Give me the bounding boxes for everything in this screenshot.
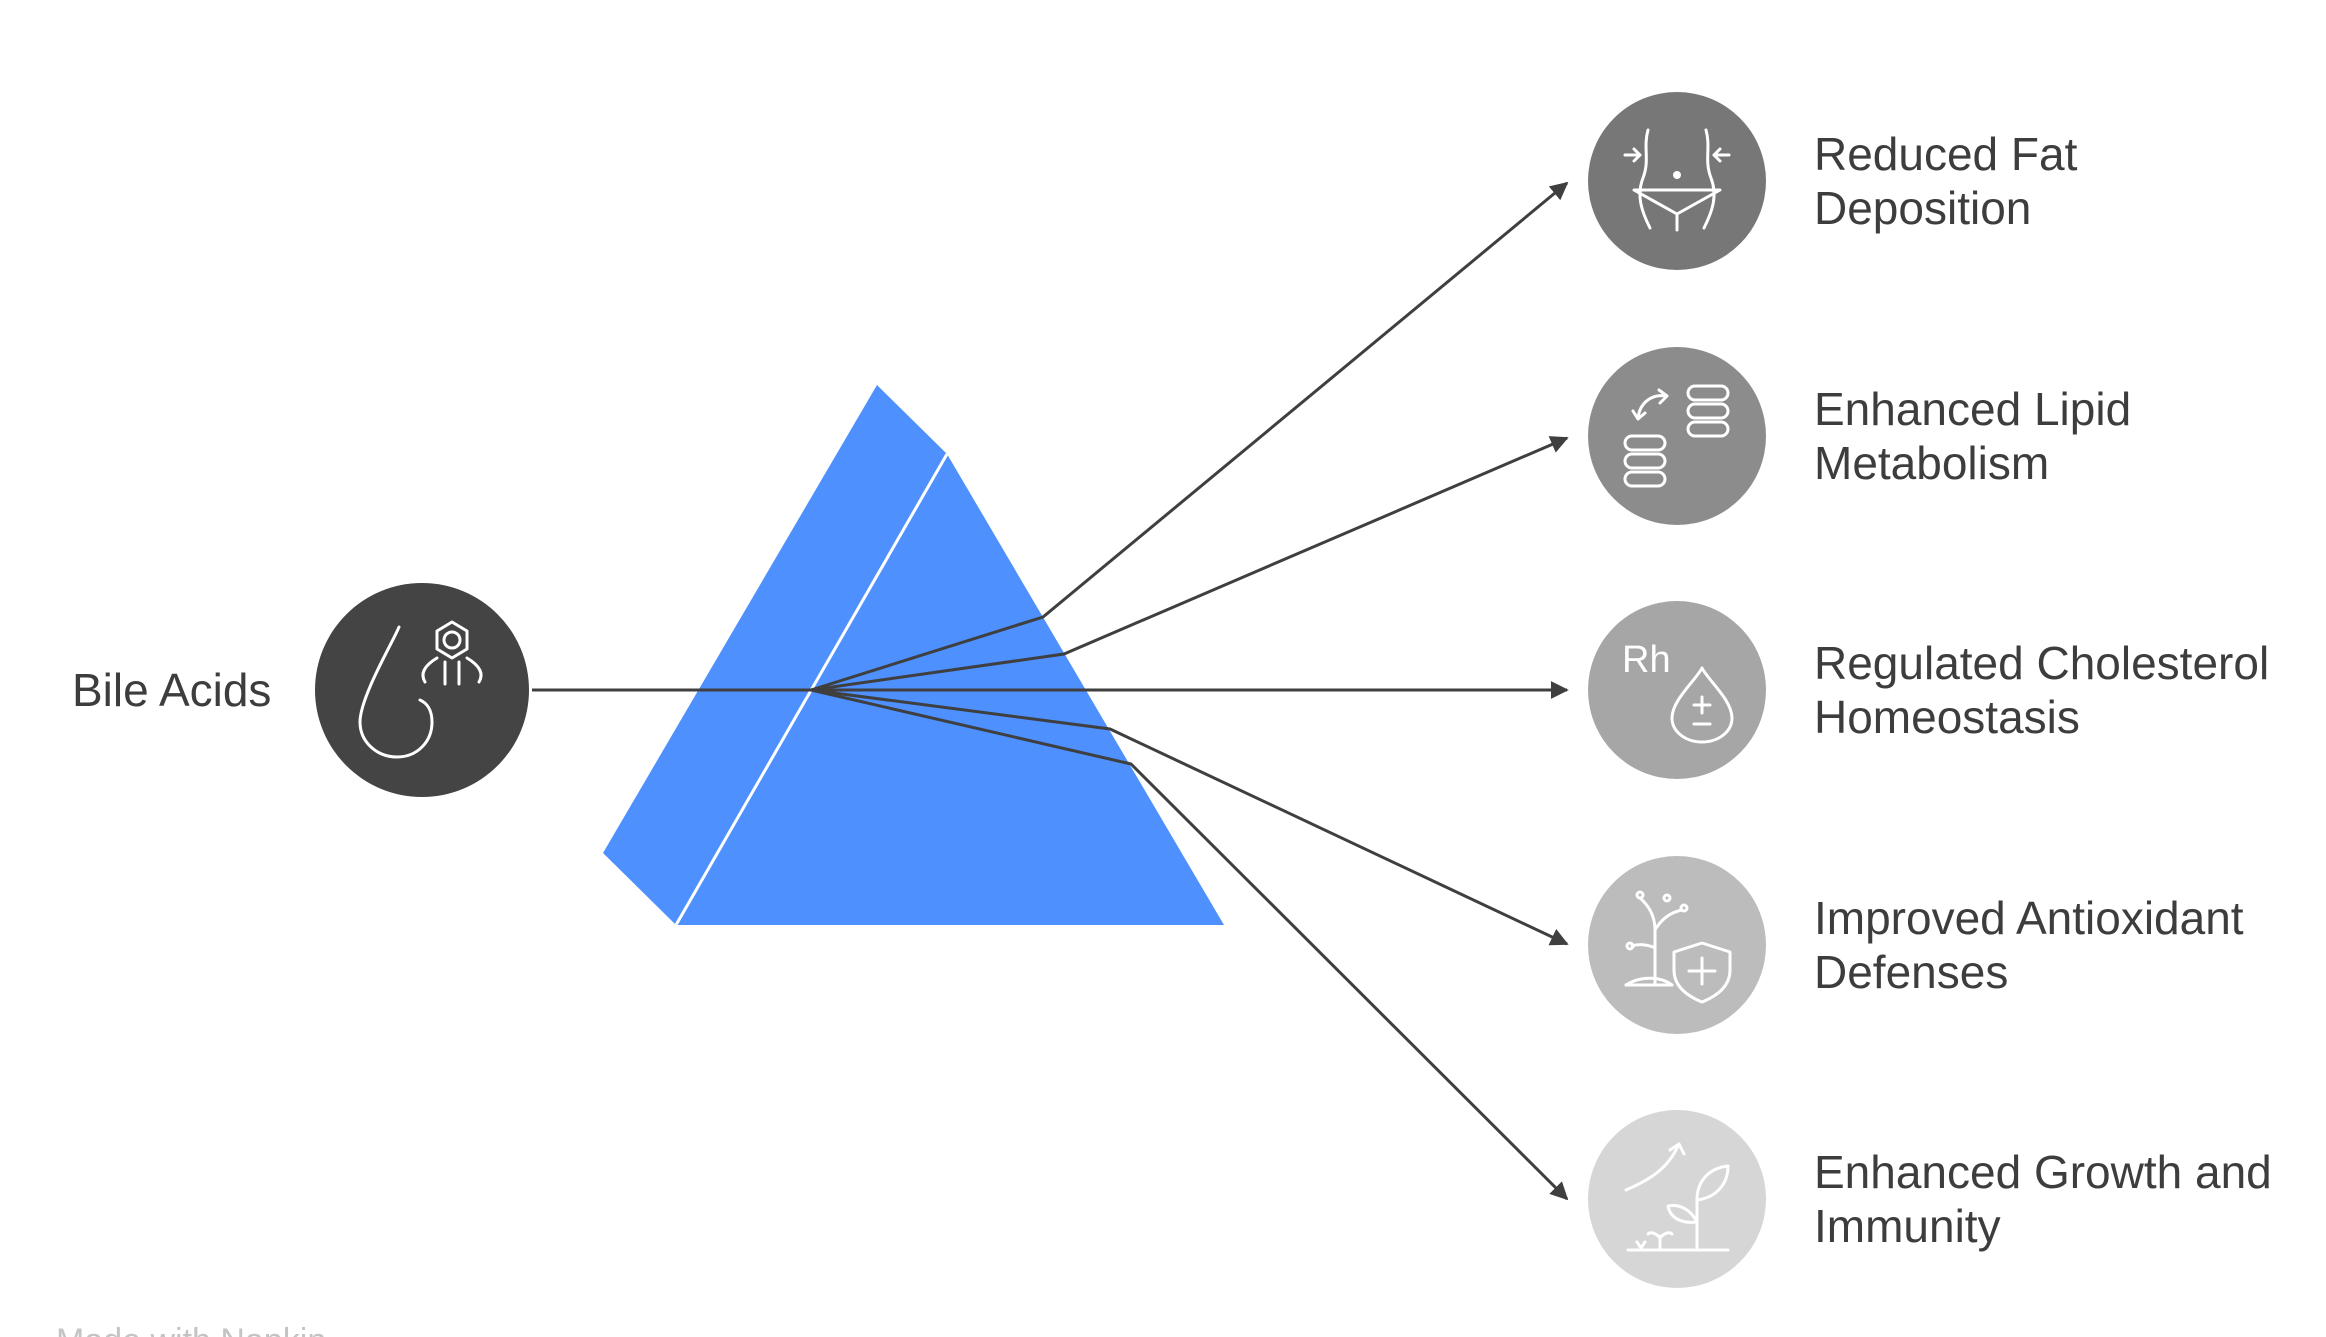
outcome-lipid-metabolism: Enhanced Lipid Metabolism	[1588, 347, 2131, 525]
outcome-circle	[1588, 347, 1766, 525]
outcome-line1: Enhanced Growth and	[1814, 1146, 2272, 1198]
prism	[603, 385, 1224, 926]
ray-antioxidant	[810, 688, 1569, 946]
svg-text:Rh: Rh	[1622, 639, 1671, 681]
outcome-line2: Homeostasis	[1814, 691, 2080, 743]
ray-growth-immunity	[810, 688, 1569, 1201]
outcome-line1: Improved Antioxidant	[1814, 892, 2244, 944]
ray-lipid-metabolism	[810, 436, 1569, 692]
outcome-line1: Reduced Fat	[1814, 128, 2078, 180]
source-circle	[315, 583, 529, 797]
made-with-napkin-watermark: Made with Napkin	[56, 1322, 326, 1337]
outcome-line1: Regulated Cholesterol	[1814, 637, 2269, 689]
outcome-line2: Defenses	[1814, 946, 2008, 998]
source-node: Bile Acids	[72, 583, 529, 797]
outcome-line2: Deposition	[1814, 182, 2031, 234]
outcome-circle	[1588, 856, 1766, 1034]
outcome-circle	[1588, 92, 1766, 270]
outcome-line2: Immunity	[1814, 1200, 2001, 1252]
outcome-circle	[1588, 601, 1766, 779]
prism-side-face	[603, 385, 947, 925]
plant-shield-icon	[1624, 890, 1732, 1004]
bile-drop-molecule-icon	[358, 620, 483, 759]
lipid-exchange-icon	[1623, 384, 1730, 488]
outcome-reduced-fat: Reduced Fat Deposition	[1588, 92, 2078, 270]
outcome-line2: Metabolism	[1814, 437, 2049, 489]
outcome-line1: Enhanced Lipid	[1814, 383, 2131, 435]
outcome-circle	[1588, 1110, 1766, 1288]
rh-blood-drop-icon: Rh	[1622, 639, 1734, 744]
outcome-antioxidant: Improved Antioxidant Defenses	[1588, 856, 2244, 1034]
light-rays	[532, 181, 1569, 1201]
source-label: Bile Acids	[72, 664, 271, 716]
plant-growth-icon	[1624, 1142, 1730, 1252]
ray-reduced-fat	[810, 181, 1569, 692]
waist-slimming-icon	[1623, 128, 1731, 232]
outcome-cholesterol: Rh Regulated Cholesterol Homeostasis	[1588, 601, 2269, 779]
outcome-growth-immunity: Enhanced Growth and Immunity	[1588, 1110, 2272, 1288]
